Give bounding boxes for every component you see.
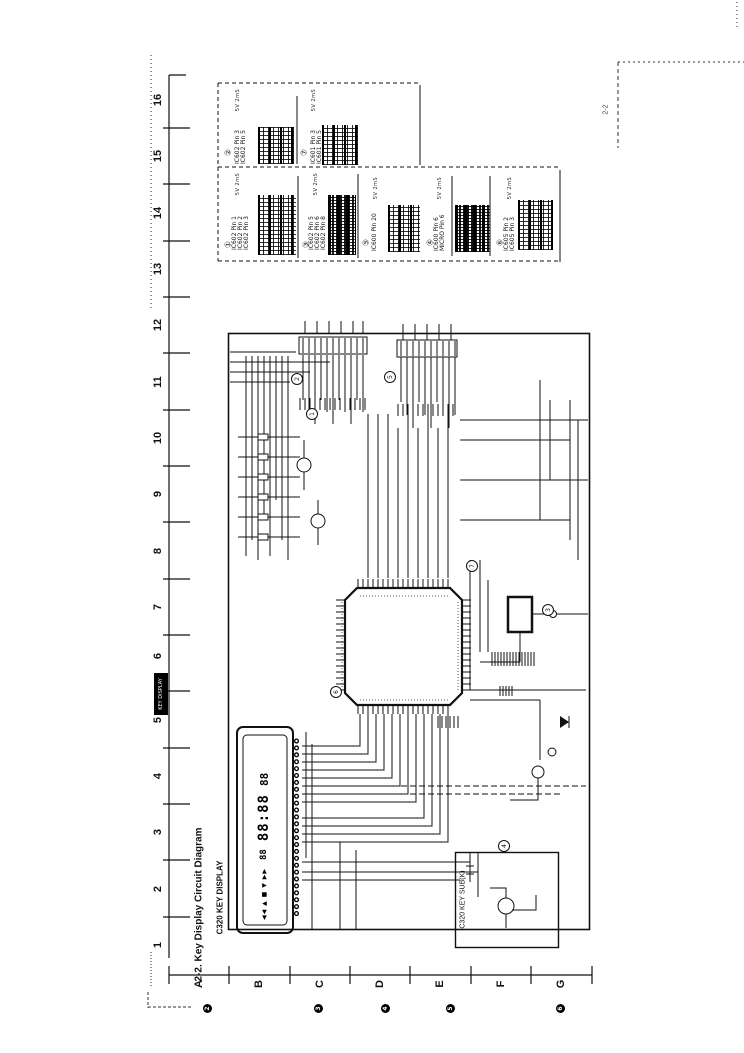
sub-board-title: C320 KEY SUB(K) bbox=[459, 870, 467, 929]
grid-col-label: C bbox=[314, 980, 326, 988]
side-tab-label: KEY DISPLAY bbox=[158, 678, 164, 710]
ref-dot: 6 bbox=[556, 1004, 565, 1013]
section-title: 2-2. Key Display Circuit Diagram bbox=[193, 827, 205, 982]
testpoint-callout: 5 bbox=[384, 371, 396, 383]
waveform-thumbnail bbox=[328, 195, 356, 255]
waveform-thumbnail bbox=[388, 205, 420, 252]
grid-row-label: 2 bbox=[152, 885, 164, 893]
grid-row-label: 7 bbox=[152, 603, 164, 611]
waveform-panel: ② 5V 2mS IC602 Pin 3 IC602 Pin 5 bbox=[222, 88, 296, 166]
waveform-thumbnail bbox=[518, 200, 553, 250]
resistor-arrays bbox=[299, 398, 535, 728]
signal-label: IC602 Pin 3 bbox=[243, 216, 250, 250]
waveform-signal-labels: IC605 Pin 2 IC605 Pin 3 bbox=[503, 181, 516, 251]
display-digit-group: 88 bbox=[259, 849, 269, 861]
waveform-thumbnail bbox=[258, 195, 296, 255]
board-outlines bbox=[227, 332, 591, 949]
resonator-box bbox=[506, 595, 534, 634]
waveform-ref-number: ② bbox=[223, 148, 233, 157]
grid-row-label: 9 bbox=[152, 490, 164, 498]
grid-row-label: 11 bbox=[152, 376, 164, 388]
connector-blocks bbox=[298, 321, 458, 428]
display-transport-icons: ◀◀ ▲ ■ ▼ ▶▶ bbox=[260, 868, 268, 920]
waveform-panel: ⑥ 5V 2mS IC605 Pin 2 IC605 Pin 3 bbox=[494, 176, 556, 256]
waveform-thumbnail bbox=[258, 127, 294, 164]
testpoint-callout: 7 bbox=[466, 560, 478, 572]
waveform-signal-labels: IC602 Pin 3 IC602 Pin 5 bbox=[234, 94, 247, 164]
waveform-ref-number: ⑦ bbox=[299, 148, 309, 157]
grid-row-label: 13 bbox=[152, 262, 164, 276]
display-module bbox=[236, 726, 294, 934]
side-tab bbox=[154, 673, 168, 715]
waveform-panel: ④ 5V 2mS IC600 Pin 6 MICRO Pin 6 bbox=[424, 176, 490, 256]
wires bbox=[230, 351, 588, 930]
waveform-panel: ③ 5V 2mS IC602 Pin 5 IC602 Pin 6 IC602 P… bbox=[300, 172, 356, 258]
testpoint-callout: 3 bbox=[542, 604, 554, 616]
grid-row-label: 15 bbox=[152, 149, 164, 163]
page-edge-marks bbox=[147, 2, 744, 1008]
grid-row-label: 4 bbox=[152, 772, 164, 780]
display-digit-group: 88:88 bbox=[256, 794, 272, 842]
waveform-signal-labels: IC600 Pin 20 bbox=[371, 181, 378, 251]
grid-col-label: G bbox=[555, 979, 567, 989]
grid-row-label: 8 bbox=[152, 547, 164, 555]
testpoint-callout: 2 bbox=[291, 373, 303, 385]
waveform-panel: ① 5V 2mS IC602 Pin 1 IC602 Pin 2 IC602 P… bbox=[222, 172, 296, 258]
waveform-panel: ⑦ 5V 2mS IC601 Pin 3 IC601 Pin 5 bbox=[298, 88, 360, 166]
ref-dot: 2 bbox=[203, 1004, 212, 1013]
grid-row-label: 14 bbox=[152, 206, 164, 220]
grid-row-label: 6 bbox=[152, 652, 164, 660]
signal-label: IC602 Pin 5 bbox=[240, 130, 247, 164]
testpoint-callout: 4 bbox=[498, 840, 510, 852]
board-title: C320 KEY DISPLAY bbox=[215, 860, 225, 935]
testpoint-callout: 6 bbox=[330, 686, 342, 698]
signal-label: IC605 Pin 3 bbox=[509, 217, 516, 251]
corner-note: 2-2 bbox=[602, 104, 610, 115]
waveform-thumbnail bbox=[455, 205, 490, 252]
grid-col-label: B bbox=[253, 980, 265, 988]
display-readout: ◀◀ ▲ ■ ▼ ▶▶ 88 88:88 88 bbox=[256, 740, 272, 920]
discrete-components bbox=[257, 433, 569, 915]
grid-row-label: 16 bbox=[152, 93, 164, 107]
testpoint-callout: 1 bbox=[306, 408, 318, 420]
grid-ruler bbox=[163, 74, 593, 984]
grid-col-label: F bbox=[495, 980, 507, 988]
ref-dot: 5 bbox=[446, 1004, 455, 1013]
main-ic bbox=[336, 579, 471, 714]
grid-col-label: D bbox=[374, 980, 386, 988]
ref-dot: 3 bbox=[314, 1004, 323, 1013]
waveform-ref-number: ⑤ bbox=[361, 238, 371, 247]
grid-row-label: 1 bbox=[152, 941, 164, 949]
waveform-thumbnail bbox=[322, 125, 358, 165]
ref-dot: 4 bbox=[381, 1004, 390, 1013]
grid-row-label: 12 bbox=[152, 318, 164, 332]
waveform-band-rules bbox=[217, 82, 561, 262]
waveform-signal-labels: IC602 Pin 1 IC602 Pin 2 IC602 Pin 3 bbox=[231, 180, 250, 250]
waveform-signal-labels: IC600 Pin 6 MICRO Pin 6 bbox=[433, 181, 446, 251]
signal-label: MICRO Pin 6 bbox=[439, 214, 446, 251]
waveform-signal-labels: IC602 Pin 5 IC602 Pin 6 IC602 Pin 8 bbox=[308, 180, 327, 250]
display-digit-group: 88 bbox=[257, 772, 271, 787]
grid-row-label: 10 bbox=[152, 431, 164, 445]
signal-label: IC600 Pin 20 bbox=[371, 213, 378, 251]
grid-row-label: 3 bbox=[152, 828, 164, 836]
grid-col-label: E bbox=[434, 980, 446, 988]
waveform-panel: ⑤ 5V 2mS IC600 Pin 20 bbox=[360, 176, 420, 256]
signal-label: IC602 Pin 8 bbox=[320, 216, 327, 250]
